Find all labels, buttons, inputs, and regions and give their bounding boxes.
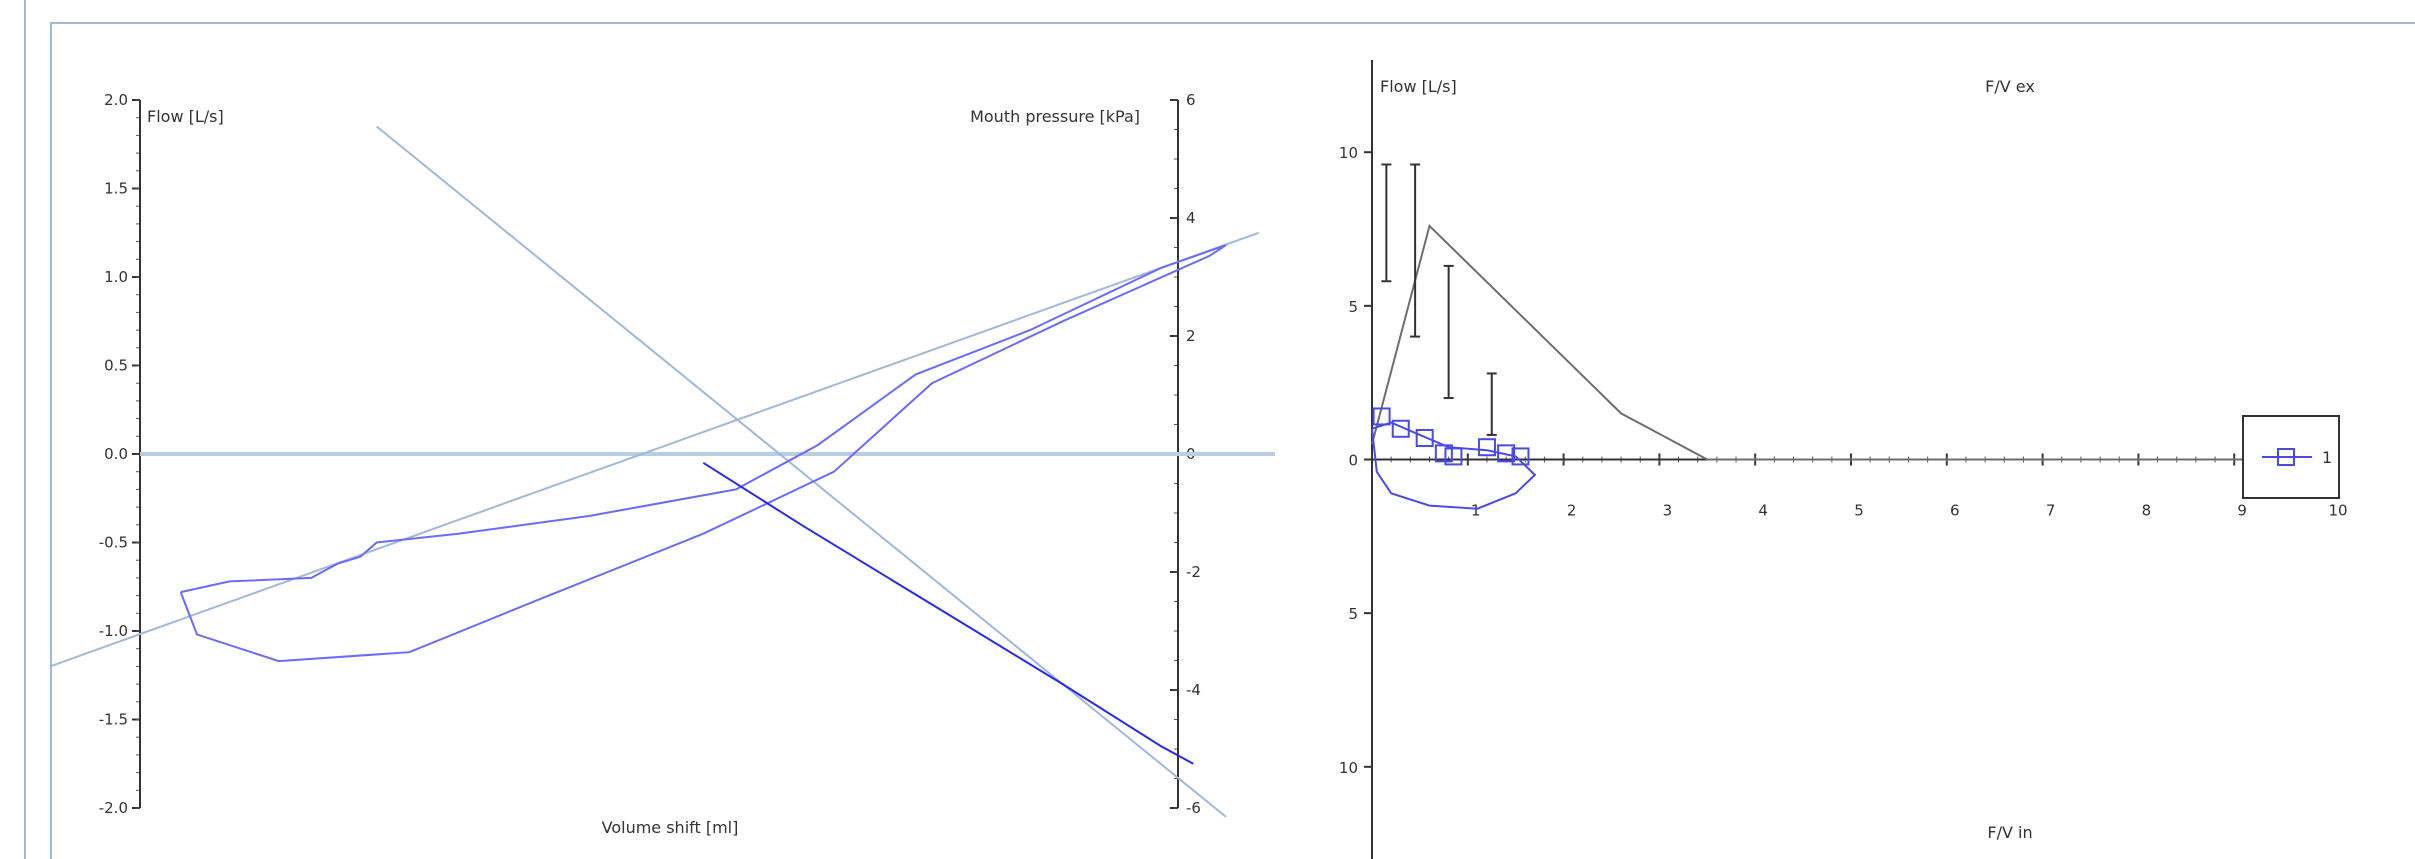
loop-marker: [1372, 407, 1391, 426]
legend-marker: [2277, 448, 2295, 466]
right-xtick-label: 10: [2328, 502, 2347, 520]
left-ytick-label: 0.0: [104, 445, 128, 463]
right-ytick-label: 5: [1348, 605, 1358, 623]
right-ytick-label: 10: [1339, 759, 1358, 777]
right-xtick-label: 8: [2142, 502, 2152, 520]
left-ytick-label: 1.5: [104, 180, 128, 198]
right-xtick-label: 4: [1758, 502, 1768, 520]
loop-marker: [1477, 438, 1496, 457]
left-y2tick-label: -4: [1186, 681, 1201, 699]
flow-volume-loop: [1371, 421, 1537, 510]
left-y2tick-label: 6: [1186, 91, 1196, 109]
left-ytick-label: -0.5: [99, 534, 128, 552]
left-series-line: [702, 461, 1194, 765]
legend-label: 1: [2322, 448, 2332, 467]
left-y2tick-label: 2: [1186, 327, 1196, 345]
chart-frame: [50, 22, 2415, 859]
loop-marker: [1511, 447, 1530, 466]
left-ylabel: Flow [L/s]: [147, 107, 224, 126]
loop-marker: [1391, 419, 1410, 438]
right-title-bottom: F/V in: [1987, 823, 2032, 842]
left-ytick-label: 0.5: [104, 357, 128, 375]
left-reference-line: [49, 231, 1260, 668]
left-series-line: [179, 244, 1227, 663]
right-ytick-label: 5: [1348, 298, 1358, 316]
right-ylabel: Flow [L/s]: [1380, 77, 1457, 96]
right-xtick-label: 1: [1471, 502, 1481, 520]
left-ytick-label: -1.0: [99, 622, 128, 640]
right-ytick-label: 10: [1339, 144, 1358, 162]
left-ytick-label: 1.0: [104, 268, 128, 286]
loop-marker: [1497, 444, 1516, 463]
right-title-top: F/V ex: [1985, 77, 2035, 96]
right-ytick-label: 0: [1348, 452, 1358, 470]
right-xtick-label: 2: [1567, 502, 1577, 520]
left-ytick-label: 2.0: [104, 91, 128, 109]
left-reference-line: [376, 125, 1227, 818]
right-xtick-label: 3: [1663, 502, 1673, 520]
right-xtick-label: 9: [2237, 502, 2247, 520]
legend: 1: [2242, 415, 2340, 499]
loop-marker: [1434, 444, 1453, 463]
right-xtick-label: 6: [1950, 502, 1960, 520]
right-xtick-label: 7: [2046, 502, 2056, 520]
left-panel-edge: [0, 0, 26, 859]
left-xlabel: Volume shift [ml]: [602, 818, 739, 837]
left-y2tick-label: 4: [1186, 209, 1196, 227]
left-y2tick-label: -2: [1186, 563, 1201, 581]
predicted-curve: [1371, 223, 2330, 461]
loop-marker: [1444, 447, 1463, 466]
left-y2tick-label: -6: [1186, 799, 1201, 817]
right-xtick-label: 5: [1854, 502, 1864, 520]
left-ytick-label: -2.0: [99, 799, 128, 817]
left-chart: Flow [L/s] Mouth pressure [kPa] Volume s…: [49, 91, 1275, 837]
loop-marker: [1415, 428, 1434, 447]
left-ytick-label: -1.5: [99, 711, 128, 729]
left-y2label: Mouth pressure [kPa]: [970, 107, 1140, 126]
